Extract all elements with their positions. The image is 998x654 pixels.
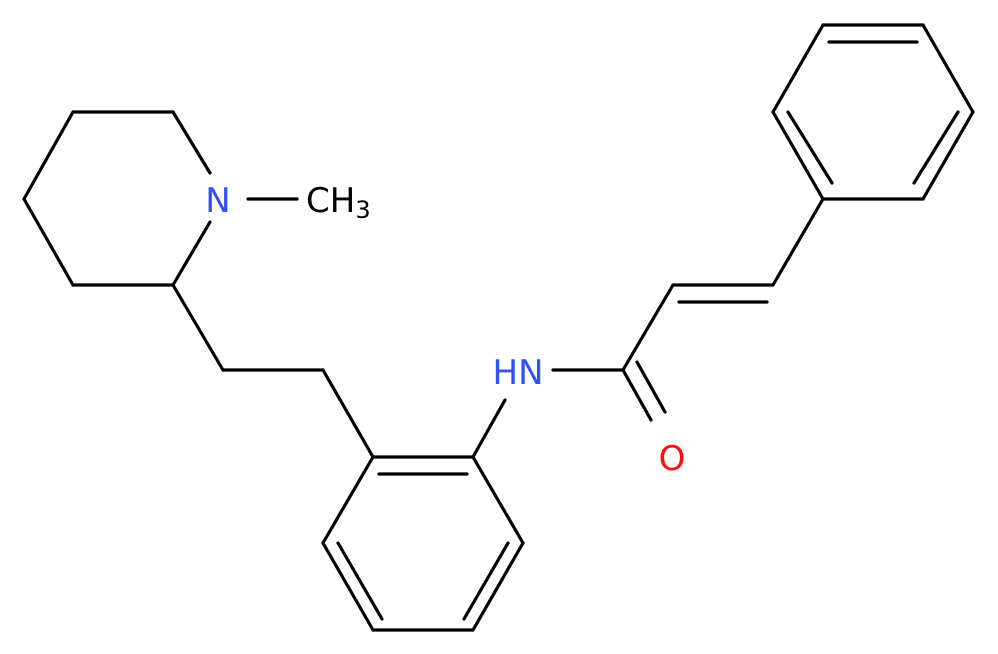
bond bbox=[771, 110, 825, 201]
bond bbox=[321, 455, 375, 545]
bond bbox=[22, 197, 75, 287]
bond bbox=[22, 110, 75, 201]
bond bbox=[321, 368, 375, 459]
central-benzene-ring bbox=[321, 455, 525, 632]
bond bbox=[921, 110, 975, 201]
bond bbox=[171, 283, 225, 372]
methyl-text: CH bbox=[306, 181, 355, 221]
amine-nitrogen-label: N bbox=[205, 181, 230, 221]
phenyl-ring bbox=[771, 23, 975, 201]
bond bbox=[471, 455, 525, 545]
piperidine-ring bbox=[22, 110, 212, 287]
bond bbox=[471, 541, 525, 632]
carbonyl-bond bbox=[621, 368, 653, 422]
methyl-subscript: 3 bbox=[355, 196, 370, 224]
carbonyl-oxygen-label: O bbox=[659, 439, 686, 479]
methyl-label: CH3 bbox=[306, 181, 371, 224]
bond bbox=[621, 283, 675, 372]
bond bbox=[912, 110, 960, 185]
bond bbox=[171, 110, 212, 175]
bond bbox=[471, 398, 507, 459]
ethyl-linker bbox=[171, 283, 375, 459]
amide-linkage bbox=[471, 360, 667, 459]
carbonyl-bond bbox=[635, 360, 667, 414]
bond bbox=[171, 220, 212, 287]
bond bbox=[321, 541, 375, 632]
alkene-linker bbox=[621, 197, 825, 372]
bond bbox=[771, 23, 825, 114]
bond bbox=[336, 541, 384, 621]
bond bbox=[786, 110, 834, 185]
amide-nh-label: HN bbox=[493, 353, 544, 393]
bond bbox=[462, 541, 510, 621]
bond bbox=[921, 23, 975, 114]
bond bbox=[771, 197, 825, 287]
